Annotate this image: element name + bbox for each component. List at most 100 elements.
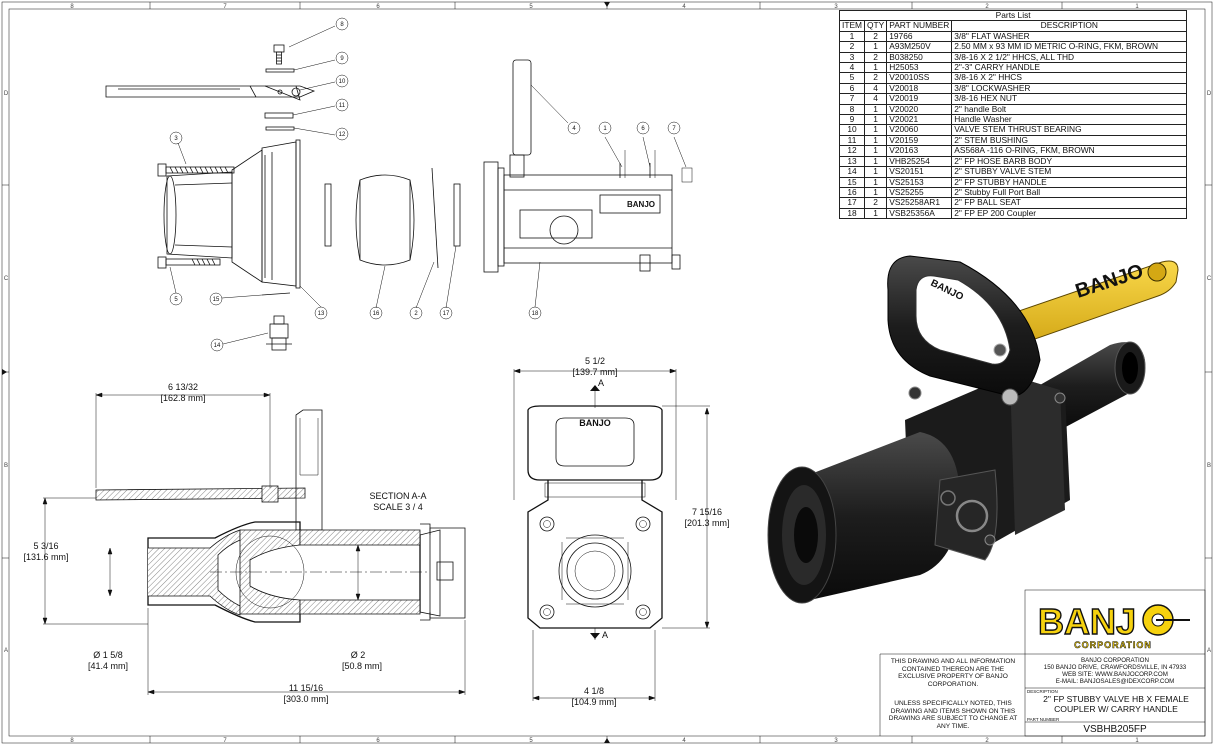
parts-cell-item: 7: [838, 93, 866, 105]
parts-cell-item: 6: [838, 82, 866, 95]
drawing-description: 2" FP STUBBY VALVE HB X FEMALE COUPLER W…: [1043, 694, 1189, 714]
parts-cell-item: 15: [838, 176, 866, 188]
parts-cell-part-number: V20021: [886, 114, 953, 126]
parts-cell-description: 3/8" LOCKWASHER: [951, 82, 1188, 95]
parts-cell-item: 14: [838, 166, 866, 178]
parts-cell-item: 18: [838, 207, 866, 220]
zone-bot-4: 5: [529, 738, 533, 744]
dim-front-height-mm: [201.3 mm]: [684, 518, 729, 528]
parts-cell-qty: 1: [864, 155, 888, 168]
front-handle-brand: BANJO: [579, 418, 611, 428]
hose-barb-body: [163, 139, 301, 289]
parts-cell-part-number: V20019: [886, 93, 953, 105]
part-number-label: PART NUMBER: [1027, 717, 1060, 722]
balloon-6: 6: [641, 126, 645, 132]
parts-cell-qty: 1: [864, 103, 888, 116]
zone-top-5: 4: [682, 4, 686, 10]
zone-top-3: 6: [376, 4, 380, 10]
parts-cell-qty: 1: [864, 124, 888, 136]
section-scale: SCALE 3 / 4: [373, 502, 423, 512]
parts-cell-description: 2" FP BALL SEAT: [951, 197, 1188, 209]
valve-stem: [266, 315, 292, 351]
zone-side-a-r: A: [1207, 648, 1211, 654]
company-info: BANJO CORPORATION 150 BANJO DRIVE, CRAWF…: [1027, 657, 1203, 685]
company-email: E-MAIL: BANJOSALES@IDEXCORP.COM: [1055, 678, 1175, 685]
parts-cell-part-number: B038250: [886, 51, 953, 64]
zone-bot-8: 1: [1135, 738, 1139, 744]
col-part-number: PART NUMBER: [886, 20, 953, 32]
balloon-13: 13: [318, 311, 325, 317]
parts-cell-qty: 1: [864, 166, 888, 178]
parts-cell-part-number: VS25255: [886, 186, 953, 199]
parts-cell-part-number: V20018: [886, 82, 953, 95]
logo-corporation: CORPORATION: [1074, 640, 1152, 650]
parts-cell-item: 8: [838, 103, 866, 116]
parts-cell-qty: 2: [864, 51, 888, 64]
balloon-12: 12: [339, 132, 346, 138]
front-dims: [513, 368, 710, 701]
balloon-8: 8: [340, 22, 344, 28]
zone-bot-7: 2: [985, 738, 989, 744]
parts-cell-qty: 1: [864, 41, 888, 53]
dim-front-height: 7 15/16: [692, 507, 722, 517]
parts-cell-part-number: VHB25254: [886, 155, 953, 168]
handle-washer: [265, 68, 295, 73]
exploded-view: BANJO: [105, 17, 693, 352]
zone-side-a: A: [4, 648, 8, 654]
col-qty: QTY: [864, 20, 888, 32]
parts-cell-item: 1: [838, 30, 866, 43]
parts-list-title: Parts List: [838, 9, 1188, 22]
ball-seat-left: [324, 183, 332, 247]
parts-cell-qty: 1: [864, 176, 888, 188]
logo-wordmark: BANJ: [1038, 601, 1136, 642]
balloon-1: 1: [603, 126, 607, 132]
zone-top-8: 1: [1135, 4, 1139, 10]
company-name: BANJO CORPORATION: [1081, 657, 1149, 664]
dim-overall-len-mm: [303.0 mm]: [283, 694, 328, 704]
zone-side-b: B: [4, 463, 8, 469]
zone-bot-5: 4: [682, 738, 686, 744]
parts-list-header: ITEM QTY PART NUMBER DESCRIPTION: [838, 20, 1188, 32]
parts-cell-item: 9: [838, 114, 866, 126]
zone-side-c-r: C: [1207, 276, 1212, 282]
dim-front-width: 5 1/2: [585, 356, 605, 366]
parts-cell-item: 16: [838, 186, 866, 199]
parts-cell-qty: 2: [864, 30, 888, 43]
balloon-4: 4: [572, 126, 576, 132]
parts-cell-item: 11: [838, 134, 866, 147]
parts-cell-part-number: VS25258AR1: [886, 197, 953, 209]
parts-cell-part-number: A93M250V: [886, 41, 953, 53]
balloon-14: 14: [214, 343, 221, 349]
col-description: DESCRIPTION: [951, 20, 1188, 32]
parts-cell-description: VALVE STEM THRUST BEARING: [951, 124, 1188, 136]
zone-bot-2: 7: [223, 738, 227, 744]
parts-cell-part-number: V20010SS: [886, 72, 953, 84]
dim-overall-len: 11 15/16: [289, 683, 323, 693]
dim-bore-small: Ø 1 5/8: [93, 650, 123, 660]
stubby-handle: [105, 85, 316, 101]
parts-cell-description: 2" handle Bolt: [951, 103, 1188, 116]
balloon-15: 15: [213, 297, 220, 303]
parts-cell-part-number: V20060: [886, 124, 953, 136]
company-address: 150 BANJO DRIVE, CRAWFORDSVILLE, IN 4793…: [1043, 664, 1187, 671]
parts-cell-description: 2" FP EP 200 Coupler: [951, 207, 1188, 220]
dim-bore-large-mm: [50.8 mm]: [342, 661, 382, 671]
zone-side-c: C: [4, 276, 9, 282]
parts-cell-description: Handle Washer: [951, 114, 1188, 126]
thrust-bearing: [261, 292, 291, 296]
parts-cell-description: 2"-3" CARRY HANDLE: [951, 62, 1188, 74]
main-oring: [431, 167, 439, 269]
dim-flange-width-mm: [104.9 mm]: [571, 697, 616, 707]
zone-bot-6: 3: [834, 738, 838, 744]
parts-cell-item: 3: [838, 51, 866, 64]
parts-cell-item: 13: [838, 155, 866, 168]
zone-top-1: 8: [70, 4, 74, 10]
parts-cell-part-number: VS25153: [886, 176, 953, 188]
bolt-long: [157, 163, 235, 177]
